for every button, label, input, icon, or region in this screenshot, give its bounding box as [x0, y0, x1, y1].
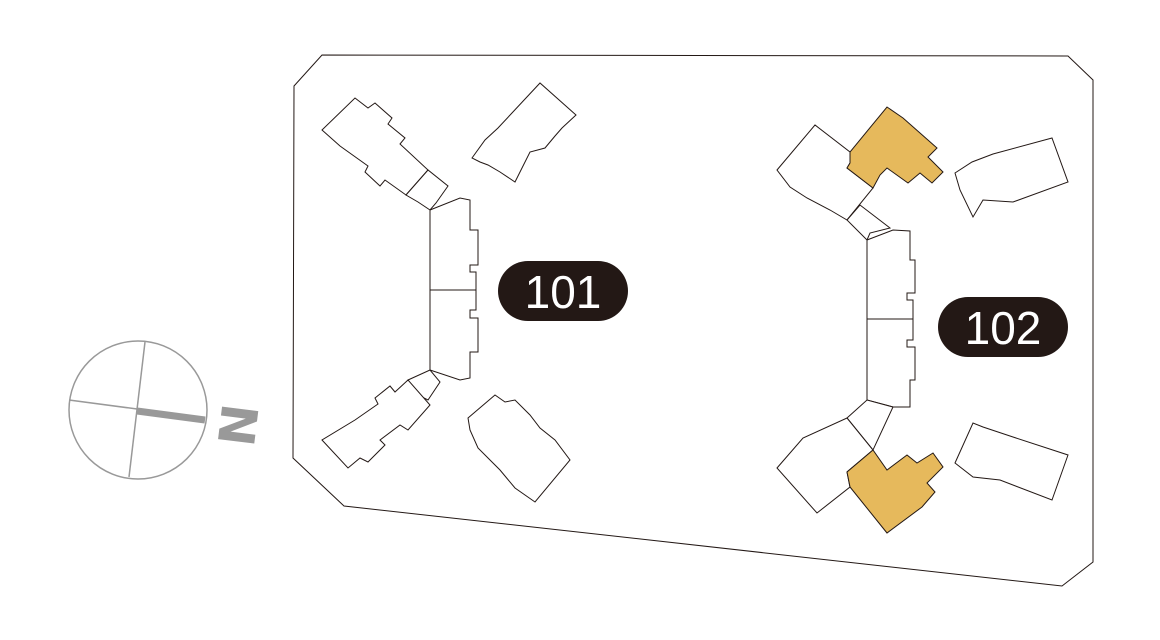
north-label: N [206, 401, 269, 450]
compass: N [68, 340, 269, 480]
site-boundary [292, 54, 1094, 587]
wing-101-upper-left[interactable] [321, 97, 429, 196]
unit-102-upper-highlighted[interactable] [846, 106, 944, 189]
unit-102-lower-highlighted[interactable] [846, 449, 944, 534]
label-101-text: 101 [525, 266, 602, 318]
label-102: 102 [938, 297, 1068, 357]
wing-101-lower-left[interactable] [321, 379, 431, 469]
wing-102-lower-right[interactable] [954, 422, 1069, 501]
label-101-background [498, 261, 628, 321]
connector-102-upper [846, 204, 892, 241]
building-101[interactable] [321, 82, 577, 503]
compass-north-pointer [136, 407, 206, 424]
wing-102-upper-right[interactable] [954, 137, 1069, 219]
compass-axis-ew [68, 399, 138, 410]
wing-101-lower-right[interactable] [467, 394, 571, 503]
spine-101[interactable] [429, 197, 479, 381]
label-101: 101 [498, 261, 628, 321]
compass-axis-ns [128, 341, 146, 478]
compass-circle [68, 340, 208, 480]
label-102-text: 102 [965, 302, 1042, 354]
building-102[interactable] [776, 106, 1069, 534]
label-102-background [938, 297, 1068, 357]
connector-101-upper [405, 169, 449, 211]
wing-101-upper-right[interactable] [471, 82, 577, 183]
